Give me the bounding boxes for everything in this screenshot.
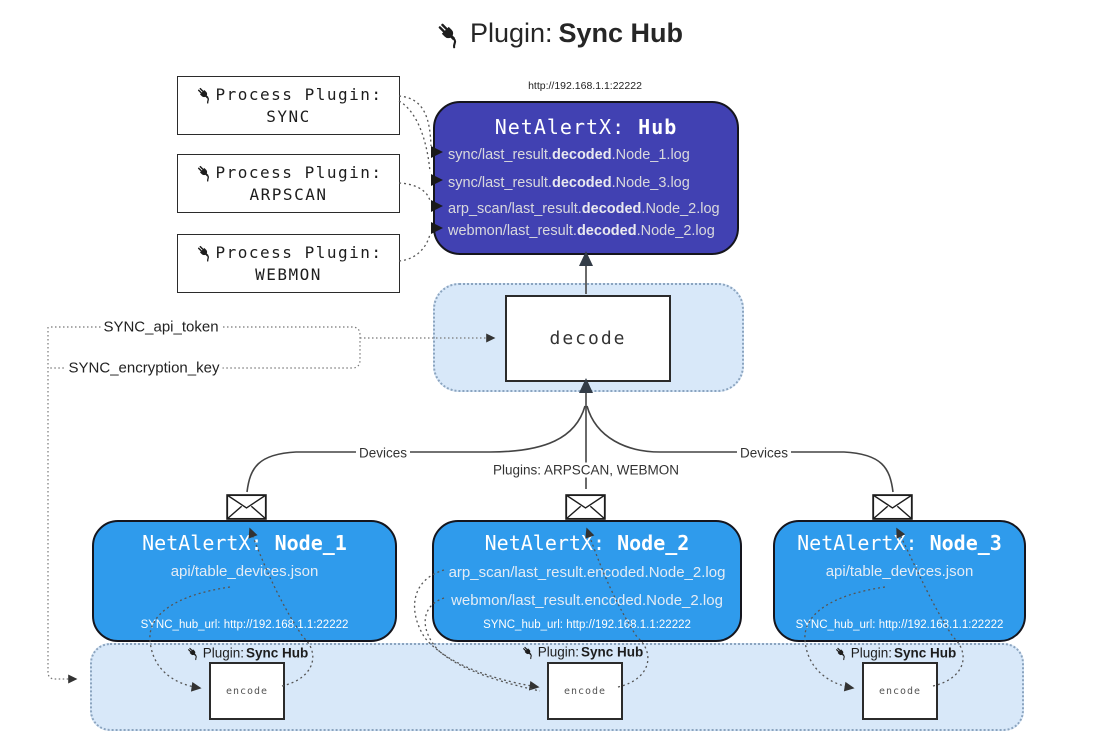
plugin-mini-label: Plugin: <box>537 644 580 660</box>
sync-api-token-label: SYNC_api_token <box>100 318 222 336</box>
envelope-icon <box>226 494 267 520</box>
hub-url-label: http://192.168.1.1:22222 <box>528 80 642 92</box>
hub-log-row: arp_scan/last_result.decoded.Node_2.log <box>448 200 720 218</box>
page-title: Plugin: Sync Hub <box>0 18 1117 49</box>
plug-icon <box>195 243 214 262</box>
plug-icon <box>186 646 201 661</box>
log-bold: decoded <box>581 201 642 217</box>
node-file: arp_scan/last_result.encoded.Node_2.log <box>448 564 726 581</box>
log-pre: webmon/last_result. <box>448 223 577 239</box>
node-title-name: Node_3 <box>929 531 1002 555</box>
hub-log-row: sync/last_result.decoded.Node_3.log <box>448 174 690 192</box>
node-hub-url: SYNC_hub_url: http://192.168.1.1:22222 <box>795 619 1004 631</box>
plug-icon <box>834 646 849 661</box>
decode-label: decode <box>549 328 627 349</box>
node-file: api/table_devices.json <box>170 563 319 580</box>
node-file: webmon/last_result.encoded.Node_2.log <box>451 592 723 609</box>
encode-box-2: encode <box>547 662 623 720</box>
node-title-name: Node_2 <box>617 531 690 555</box>
plugin-to-hub-wires <box>398 95 432 262</box>
plug-icon <box>195 163 214 182</box>
node-box-1: NetAlertX: Node_1 api/table_devices.json… <box>92 520 397 642</box>
plugins-center-label: Plugins: ARPSCAN, WEBMON <box>489 462 683 478</box>
node-title-label: NetAlertX: <box>484 531 618 555</box>
sync-encryption-key-label: SYNC_encryption_key <box>65 359 223 377</box>
plugin-mini-name: Sync Hub <box>581 644 644 660</box>
log-post: .Node_3.log <box>611 175 690 191</box>
plugin-mini-label: Plugin: <box>850 645 893 661</box>
node-title: NetAlertX: Node_2 <box>434 531 740 555</box>
process-plugin-sync: Process Plugin: SYNC <box>177 76 400 135</box>
node-hub-url: SYNC_hub_url: http://192.168.1.1:22222 <box>483 619 691 631</box>
log-post: .Node_1.log <box>611 147 690 163</box>
process-plugin-name: WEBMON <box>255 265 322 284</box>
log-bold: decoded <box>576 223 637 239</box>
plug-icon <box>434 19 464 49</box>
plugin-mini-label: Plugin: <box>202 645 245 661</box>
process-plugin-name: ARPSCAN <box>249 185 328 204</box>
envelope-icon <box>872 494 913 520</box>
node-box-3: NetAlertX: Node_3 api/table_devices.json… <box>773 520 1026 642</box>
encode-label: encode <box>878 685 922 697</box>
sync-hub-plugin-label-3: Plugin: Sync Hub <box>834 645 957 661</box>
devices-right-label: Devices <box>736 445 792 461</box>
page-title-name: Sync Hub <box>558 18 684 48</box>
encode-box-1: encode <box>209 662 285 720</box>
sync-hub-plugin-label-1: Plugin: Sync Hub <box>186 645 309 661</box>
encode-box-3: encode <box>862 662 938 720</box>
log-bold: decoded <box>551 147 612 163</box>
hub-log-row: sync/last_result.decoded.Node_1.log <box>448 146 690 164</box>
envelope-icon <box>565 494 606 520</box>
log-post: .Node_2.log <box>636 223 715 239</box>
page-title-label: Plugin: <box>469 18 553 48</box>
plug-icon <box>195 85 214 104</box>
hub-title-label: NetAlertX: <box>494 115 639 139</box>
log-bold: decoded <box>551 175 612 191</box>
devices-left-label: Devices <box>355 445 411 461</box>
process-plugin-name: SYNC <box>266 107 311 126</box>
encode-label: encode <box>225 685 269 697</box>
log-pre: arp_scan/last_result. <box>448 201 582 217</box>
process-plugin-label: Process Plugin: <box>215 163 383 182</box>
process-plugin-label: Process Plugin: <box>215 243 383 262</box>
log-post: .Node_2.log <box>641 201 720 217</box>
node-title: NetAlertX: Node_1 <box>94 531 395 555</box>
hub-box: NetAlertX: Hub sync/last_result.decoded.… <box>433 101 739 255</box>
node-title-name: Node_1 <box>274 531 347 555</box>
node-title-label: NetAlertX: <box>142 531 275 555</box>
hub-log-row: webmon/last_result.decoded.Node_2.log <box>448 222 715 240</box>
node-file: api/table_devices.json <box>825 563 974 580</box>
plugin-mini-name: Sync Hub <box>894 645 957 661</box>
process-plugin-webmon: Process Plugin: WEBMON <box>177 234 400 293</box>
log-pre: sync/last_result. <box>448 147 552 163</box>
process-plugin-label: Process Plugin: <box>215 85 383 104</box>
decode-box: decode <box>505 295 671 382</box>
plugin-mini-name: Sync Hub <box>246 645 309 661</box>
plug-icon <box>521 645 536 660</box>
sync-hub-plugin-label-2: Plugin: Sync Hub <box>521 644 644 660</box>
node-title-label: NetAlertX: <box>797 531 930 555</box>
node-title: NetAlertX: Node_3 <box>775 531 1024 555</box>
process-plugin-arpscan: Process Plugin: ARPSCAN <box>177 154 400 213</box>
hub-title: NetAlertX: Hub <box>435 115 737 139</box>
node-hub-url: SYNC_hub_url: http://192.168.1.1:22222 <box>140 619 349 631</box>
log-pre: sync/last_result. <box>448 175 552 191</box>
node-box-2: NetAlertX: Node_2 arp_scan/last_result.e… <box>432 520 742 642</box>
hub-title-name: Hub <box>638 115 678 139</box>
encode-label: encode <box>563 685 607 697</box>
